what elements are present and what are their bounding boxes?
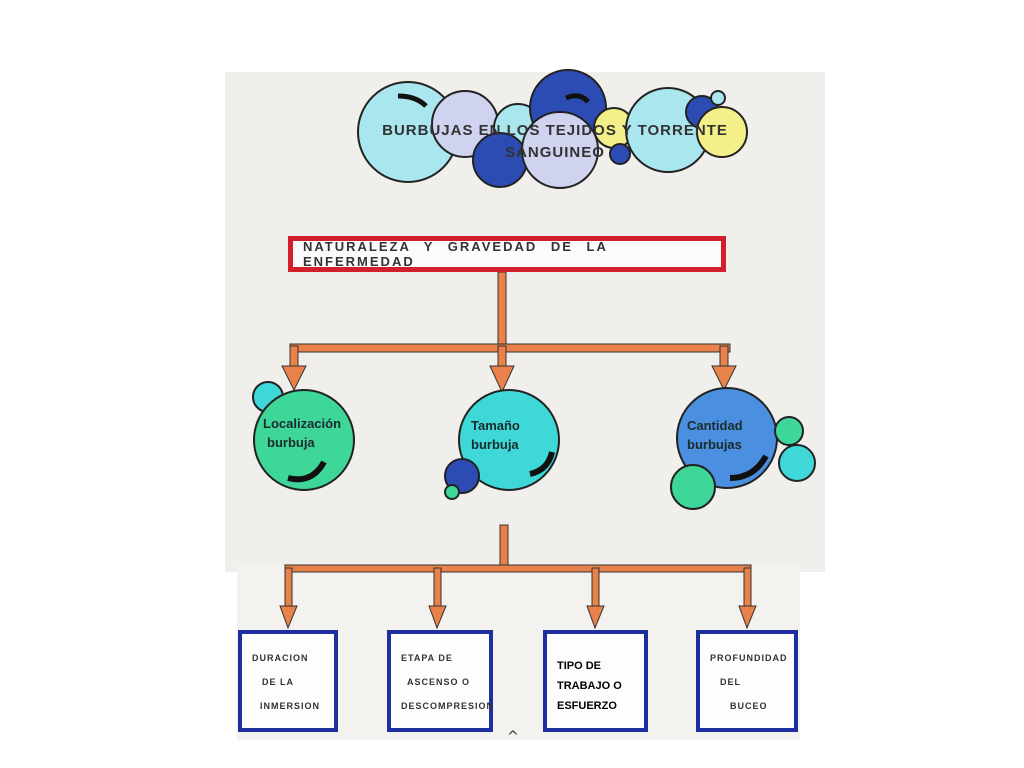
main-concept-label: NATURALEZA Y GRAVEDAD DE LA ENFERMEDAD bbox=[303, 239, 608, 269]
factor-box-duracion: DURACION DE LA INMERSION bbox=[238, 630, 338, 732]
diagram-title: BURBUJAS EN LOS TEJIDOS Y TORRENTE SANGU… bbox=[360, 120, 750, 164]
connector-arrows-upper bbox=[281, 271, 737, 394]
main-concept-box: NATURALEZA Y GRAVEDAD DE LA ENFERMEDAD bbox=[288, 236, 726, 272]
factor-line: DESCOMPRESION bbox=[401, 701, 495, 711]
bubble-label-line: Cantidad bbox=[687, 418, 743, 433]
caret-mark: ^ bbox=[507, 729, 519, 745]
bubble-localizacion bbox=[252, 381, 355, 491]
bubble-label-line: burbujas bbox=[687, 437, 742, 452]
factor-line: BUCEO bbox=[730, 701, 768, 711]
title-line-1: BURBUJAS EN LOS TEJIDOS Y TORRENTE bbox=[382, 122, 728, 139]
factor-box-profundidad: PROFUNDIDAD DEL BUCEO bbox=[696, 630, 798, 732]
factor-box-tipo-trabajo: TIPO DE TRABAJO O ESFUERZO bbox=[543, 630, 648, 732]
factor-line: ASCENSO O bbox=[407, 677, 471, 687]
factor-line: ETAPA DE bbox=[401, 653, 453, 663]
bubble-label-line: burbuja bbox=[267, 435, 315, 450]
factor-line: TIPO DE bbox=[557, 660, 602, 672]
factor-line: ESFUERZO bbox=[557, 700, 617, 712]
factor-line: PROFUNDIDAD bbox=[710, 653, 788, 663]
bubble-label-line: Localización bbox=[263, 416, 342, 431]
title-bubble bbox=[609, 143, 631, 165]
factor-line: DEL bbox=[720, 677, 741, 687]
bubble-cantidad bbox=[670, 387, 816, 510]
title-bubble bbox=[696, 106, 748, 158]
connector-arrows-lower bbox=[279, 524, 757, 630]
title-bubble bbox=[521, 111, 599, 189]
title-bubble bbox=[710, 90, 726, 106]
bubble-tamano bbox=[444, 389, 560, 500]
factor-line: TRABAJO O bbox=[557, 680, 622, 692]
factor-line: DURACION bbox=[252, 653, 309, 663]
title-bubble-cluster bbox=[357, 69, 748, 189]
bubble-label-localizacion: Localización burbuja bbox=[263, 414, 341, 452]
factor-box-etapa: ETAPA DE ASCENSO O DESCOMPRESION bbox=[387, 630, 493, 732]
bubble-label-line: Tamaño bbox=[471, 418, 520, 433]
bubble-label-cantidad: Cantidad burbujas bbox=[687, 416, 743, 454]
factor-line: DE LA bbox=[262, 677, 294, 687]
title-line-2: SANGUINEO bbox=[505, 144, 605, 161]
bubble-label-tamano: Tamaño burbuja bbox=[471, 416, 520, 454]
factor-line: INMERSION bbox=[260, 701, 321, 711]
bubble-label-line: burbuja bbox=[471, 437, 519, 452]
